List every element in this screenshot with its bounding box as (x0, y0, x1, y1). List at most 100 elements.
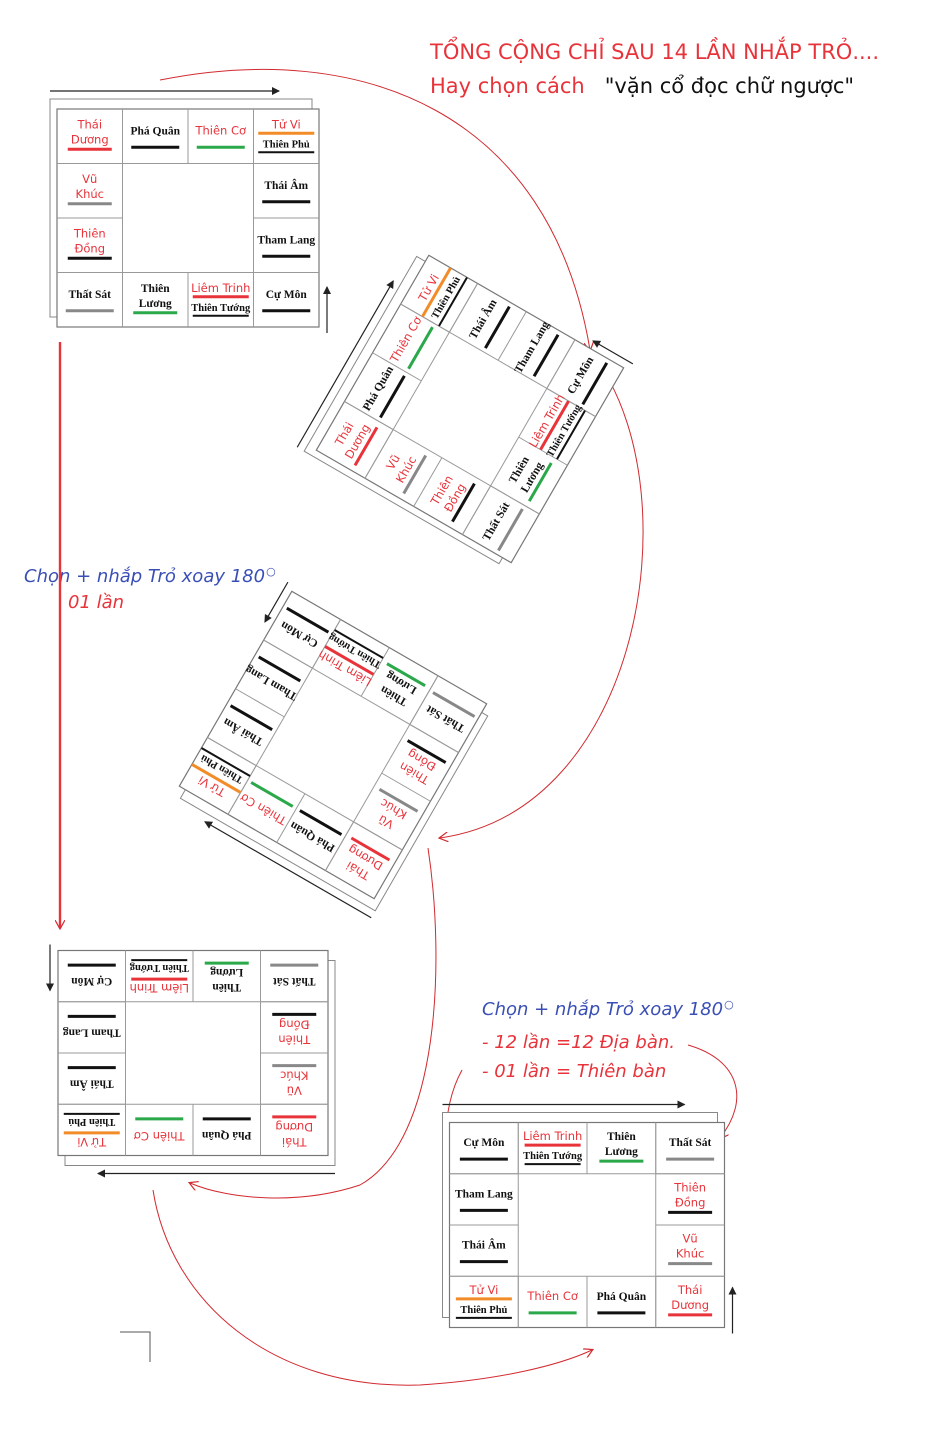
palace-name-line2: Dương (275, 1120, 313, 1134)
direction-arrow-side (264, 581, 289, 623)
palace-name: Tham Lang (257, 234, 315, 246)
palace-bar (406, 739, 447, 764)
palace-bar (353, 426, 379, 467)
palace-bar (257, 655, 302, 683)
palace-cell-thien-co: Thiên Cơ (526, 1289, 578, 1315)
direction-arrow-side (592, 340, 634, 365)
header-subtitle: Hay chọn cách "vặn cổ đọc chữ ngược" (430, 74, 854, 98)
grid-line (364, 283, 478, 479)
palace-bar (451, 482, 476, 523)
grid-line (400, 303, 596, 417)
palace-cell-cu-mon: Cự Môn (262, 289, 311, 313)
palace-cell-tham-lang: Tham Lang (455, 1188, 513, 1212)
palace-name-line2: Đồng (279, 1017, 310, 1031)
palace-name: Tử Vi (271, 117, 301, 131)
palace-name: Thiên (212, 981, 241, 993)
palace-cell-cu-mon: Cự Môn (67, 963, 116, 987)
palace-name: Liêm Trinh (191, 281, 250, 295)
curve-arrow-bottom (152, 1189, 592, 1386)
palace-bar (532, 333, 560, 378)
palace-name-line2: Lương (605, 1146, 638, 1158)
palace-cell-tu-vi: Tử Vi Thiên Phủ (63, 1112, 120, 1149)
palace-underline (556, 410, 586, 460)
palace-name-line2: Khúc (76, 187, 104, 201)
palace-name: Thiên (73, 226, 106, 240)
palace-underline (334, 629, 384, 659)
palace-name-secondary: Thiên Phủ (68, 1116, 115, 1127)
palace-name-line2: Đồng (74, 241, 105, 255)
palace-bar (581, 362, 609, 406)
palace-bar (286, 606, 330, 634)
curve-arrow-right (440, 364, 644, 838)
palace-name: Tham Lang (63, 1026, 121, 1038)
palace-name-line2: Lương (210, 966, 243, 978)
palace-bar (324, 645, 375, 676)
palace-name-line2: Khúc (676, 1247, 704, 1261)
header-title: TỔNG CỘNG CHỈ SAU 14 LẦN NHẮP TRỎ.... (430, 40, 880, 64)
palace-name-secondary: Thiên Phủ (263, 139, 310, 150)
palace-name: Thái (76, 117, 102, 131)
curve-arrow-top (159, 69, 590, 350)
palace-cell-pha-quan: Phá Quân (130, 125, 181, 149)
palace-name: Thiên Cơ (526, 1289, 578, 1303)
right-note-line1: - 12 lần =12 Địa bàn. (482, 1032, 675, 1053)
grid-line (325, 675, 439, 871)
palace-cell-cu-mon: Cự Môn (459, 1137, 508, 1161)
palace-name: Phá Quân (597, 1291, 647, 1303)
palace-name: Thiên (141, 283, 170, 295)
palace-bar (432, 691, 476, 718)
grid-line (497, 311, 527, 361)
palace-name: Tử Vi (77, 1135, 107, 1149)
palace-name: Vũ (82, 172, 97, 186)
grid-line (263, 639, 459, 753)
grid-line (381, 772, 431, 802)
palace-bar (350, 836, 391, 862)
palace-bar (527, 462, 553, 502)
curve-arrow-note-right (687, 1044, 738, 1138)
palace-name: Tử Vi (468, 1283, 498, 1297)
corner-mark (120, 1331, 151, 1362)
palace-name-line2: Dương (71, 132, 109, 146)
palace-name-line2: Lương (139, 298, 172, 310)
palace-name: Phá Quân (201, 1129, 251, 1141)
palace-name: Liêm Trinh (130, 981, 189, 995)
palace-name: Thất Sát (69, 288, 112, 301)
palace-underline (438, 276, 468, 327)
grid-line (207, 737, 403, 851)
palace-name-line2: Khúc (280, 1069, 308, 1083)
palace-cell-tham-lang: Tham Lang (257, 234, 315, 258)
palace-name-line2: Dương (671, 1298, 709, 1312)
palace-bar (484, 305, 511, 349)
palace-name: Thái Âm (264, 178, 308, 192)
connector-layer (60, 69, 738, 1386)
palace-name: Vũ (383, 452, 403, 472)
palace-cell-that-sat: Thất Sát (666, 1136, 715, 1161)
palace-cell-thien-co: Thiên Cơ (194, 123, 246, 149)
palace-cell-thien-luong: Thiên Lương (204, 961, 249, 993)
palace-cell-thai-am: Thái Âm (262, 178, 311, 204)
palace-name-secondary: Thiên Tướng (523, 1151, 583, 1162)
palace-bar (402, 454, 428, 495)
palace-cell-thai-am: Thái Âm (459, 1238, 508, 1264)
header-subtitle-lead: Hay chọn cách (430, 74, 585, 98)
left-degree-symbol: ○ (266, 565, 276, 578)
palace-cell-that-sat: Thất Sát (270, 963, 319, 988)
grid-line (235, 688, 285, 718)
